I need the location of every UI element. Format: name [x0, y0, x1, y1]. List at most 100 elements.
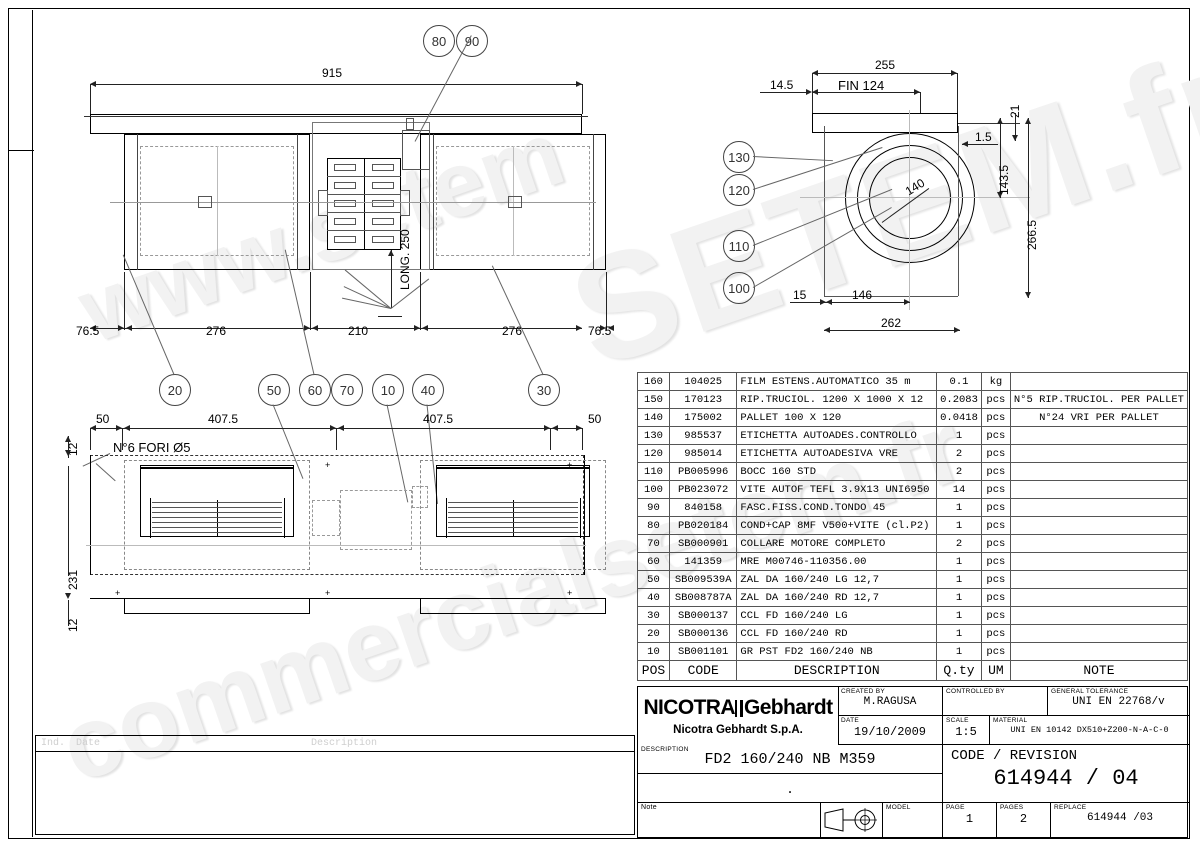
- note-label: Note: [641, 804, 657, 811]
- bom-cell-code: SB008787A: [668, 588, 738, 607]
- sec-arr-21: [1012, 135, 1018, 141]
- plan-left-wheel-end1: [150, 498, 151, 538]
- motor-lam-3: [327, 212, 401, 213]
- balloon-70[interactable]: 70: [331, 374, 363, 406]
- plan-hole-br: +: [567, 588, 573, 598]
- bom-cell-qty: 1: [936, 606, 982, 625]
- dimext-d: [606, 272, 607, 330]
- plan-arr-3: [124, 425, 130, 431]
- bom-cell-qty: 1: [936, 426, 982, 445]
- bom-cell-pos: 10: [637, 642, 670, 661]
- sec-top-plate: [812, 113, 958, 133]
- bom-cell-note: [1009, 498, 1189, 517]
- page-label: PAGE: [946, 804, 965, 811]
- balloon-80[interactable]: 80: [423, 25, 455, 57]
- dim-276-left: 276: [206, 324, 227, 338]
- bom-cell-pos: 30: [637, 606, 670, 625]
- plan-ext-1: [90, 428, 91, 450]
- projection-symbol-cell: [821, 803, 883, 837]
- bom-cell-um: pcs: [980, 570, 1011, 589]
- page-cell: PAGE 1: [943, 803, 997, 837]
- balloon-30[interactable]: 30: [528, 374, 560, 406]
- sec-dim-fin124: FIN 124: [838, 78, 885, 93]
- bom-cell-code: SB009539A: [668, 570, 738, 589]
- bom-cell-um: pcs: [980, 534, 1011, 553]
- bom-cell-pos: 80: [637, 516, 670, 535]
- scale-label: SCALE: [946, 717, 969, 724]
- balloon-130[interactable]: 130: [723, 141, 755, 173]
- plan-left-wheel-top: [140, 467, 294, 469]
- plan-arr-7: [552, 425, 558, 431]
- plan-dim-12-bottom: 12: [66, 618, 80, 632]
- balloon-110[interactable]: 110: [723, 230, 755, 262]
- plan-rblade-5: [448, 522, 578, 523]
- plan-bottom-rail-right: [420, 598, 606, 614]
- sec-arr-fina: [812, 89, 818, 95]
- bearing-left: [198, 196, 212, 208]
- balloon-120[interactable]: 120: [723, 174, 755, 206]
- balloon-10[interactable]: 10: [372, 374, 404, 406]
- bom-cell-description: CCL FD 160/240 RD: [736, 624, 938, 643]
- sec-arr-255b: [951, 70, 957, 76]
- sec-dim-255: 255: [875, 58, 896, 72]
- plan-arr-1: [90, 425, 96, 431]
- sheet-border-inner: [32, 10, 1188, 837]
- bom-header-note: NOTE: [1009, 660, 1189, 681]
- plan-rblade-2: [448, 507, 578, 508]
- motor-slot-5: [334, 200, 356, 207]
- sec-housing-bolt-circle: [857, 145, 963, 251]
- bom-cell-description: ZAL DA 160/240 RD 12,7: [736, 588, 938, 607]
- front-center-housing: [312, 122, 430, 270]
- bom-header-qty: Q.ty: [936, 660, 982, 681]
- pages-label: PAGES: [1000, 804, 1024, 811]
- page-value: 1: [965, 812, 974, 826]
- balloon-60[interactable]: 60: [299, 374, 331, 406]
- date-label: DATE: [841, 717, 860, 724]
- dim-765-right: 76.5: [588, 324, 612, 338]
- plan-vdim-231: [68, 466, 69, 576]
- sec-arr-15b: [820, 299, 826, 305]
- dimarr-7: [422, 325, 428, 331]
- dim-chain-front: [90, 328, 582, 329]
- balloon-20[interactable]: 20: [159, 374, 191, 406]
- bom-cell-qty: 2: [936, 444, 982, 463]
- bom-cell-um: pcs: [980, 606, 1011, 625]
- revision-col-description: Description: [311, 738, 378, 749]
- sec-plate-ext: [958, 123, 1020, 124]
- plan-ext-5: [582, 428, 583, 450]
- dimarr-3: [126, 325, 132, 331]
- balloon-40[interactable]: 40: [412, 374, 444, 406]
- plan-right-wheel-end2: [580, 498, 581, 538]
- bom-cell-note: [1009, 570, 1189, 589]
- pages-cell: PAGES 2: [997, 803, 1051, 837]
- plan-left-wheel-mid: [217, 500, 218, 537]
- plan-right-wheel-end1: [446, 498, 447, 538]
- balloon-100[interactable]: 100: [723, 272, 755, 304]
- dim-210: 210: [348, 324, 369, 338]
- plan-motor-dashed: [340, 490, 412, 550]
- capacitor-body: [402, 130, 430, 170]
- motor-slot-6: [372, 200, 394, 207]
- balloon-50[interactable]: 50: [258, 374, 290, 406]
- plan-dim-231: 231: [66, 569, 80, 590]
